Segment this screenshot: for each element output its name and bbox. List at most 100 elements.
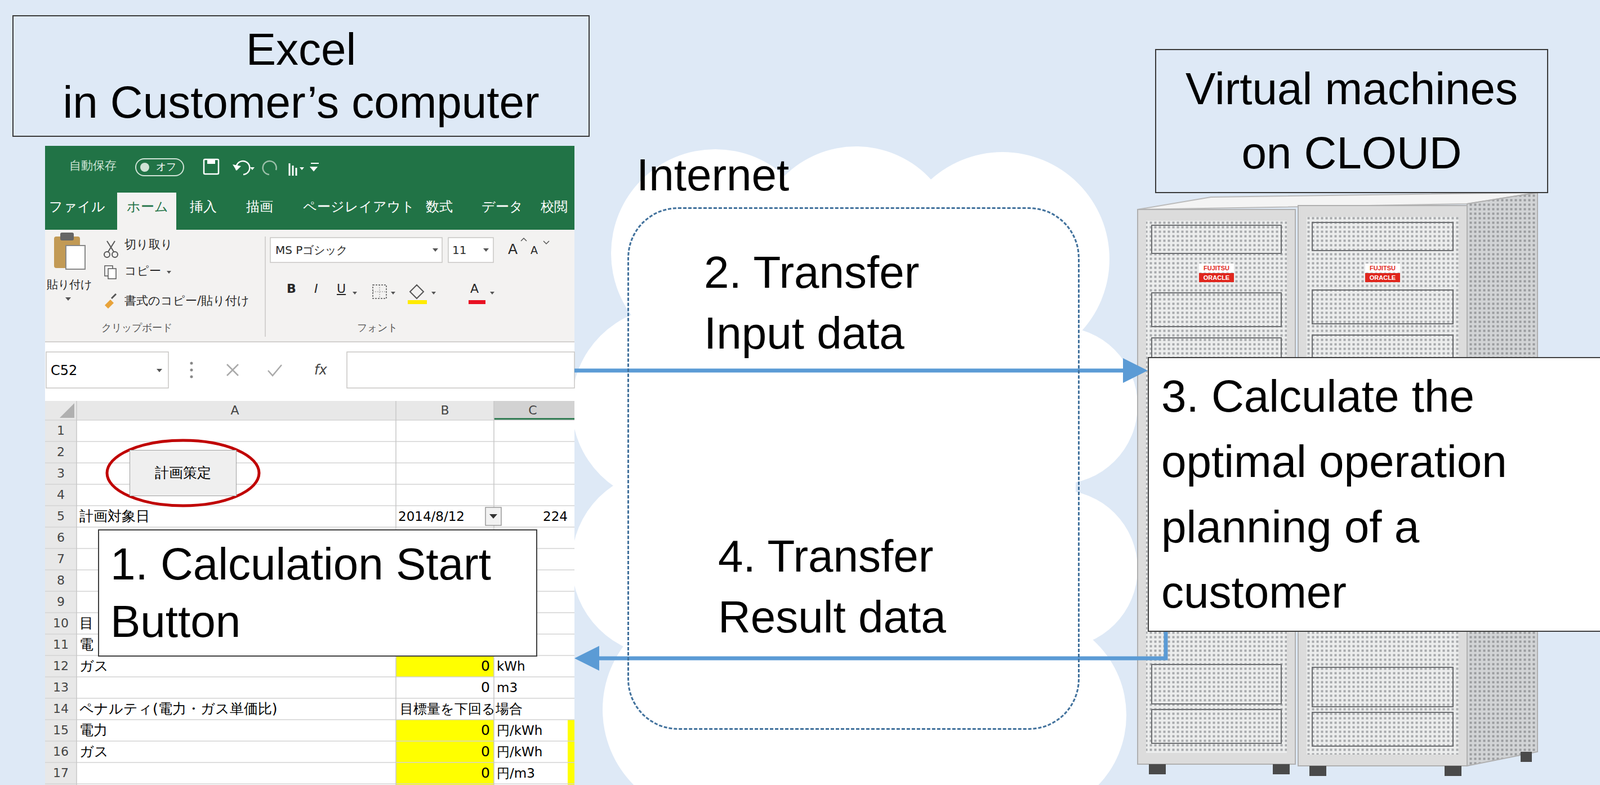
- ribbon-label: MS Pゴシック: [275, 243, 348, 258]
- logo-badge: ORACLE: [1199, 273, 1234, 283]
- row-number: 8: [45, 572, 77, 590]
- row-number: 2: [45, 443, 77, 461]
- excel-screenshot-part: [407, 300, 427, 305]
- region-label: Internet: [636, 148, 790, 203]
- row-number: 4: [45, 486, 77, 504]
- ribbon-label: A: [530, 243, 538, 257]
- cloud-shape: [571, 146, 1138, 785]
- menu-label: 挿入: [189, 198, 217, 216]
- excel-screenshot-part: [45, 229, 575, 342]
- table-cell: ペナルティ(電力・ガス単価比): [79, 700, 278, 718]
- menu-label: 描画: [246, 198, 274, 216]
- excel-screenshot-part: [76, 420, 575, 785]
- row-number: 11: [45, 636, 77, 654]
- excel-screenshot-part: [489, 514, 498, 519]
- excel-screenshot-part: [190, 368, 194, 372]
- logo-badge: FUJITSU: [1199, 263, 1234, 273]
- ribbon-label: コピー: [124, 263, 162, 279]
- logo-badge: FUJITSU: [1365, 263, 1401, 273]
- wrap-spacer: [30, 23, 234, 73]
- table-cell: ガス: [79, 657, 109, 675]
- cloud-shape-part: [647, 236, 1076, 785]
- start-button: 計画策定: [129, 449, 237, 497]
- arrow-head: [574, 645, 600, 671]
- excel-screenshot-part: [190, 375, 194, 379]
- excel-screenshot-part: [112, 251, 118, 258]
- excel-screenshot-part: [268, 364, 282, 376]
- excel-screenshot-part: [264, 236, 266, 337]
- table-cell: 0: [439, 721, 490, 739]
- table-cell: 目: [79, 614, 94, 632]
- row-number: 12: [45, 657, 77, 675]
- server-racks-part-part: [1312, 290, 1454, 324]
- server-racks-part-part: [1151, 292, 1282, 327]
- row-number: 6: [45, 529, 77, 547]
- excel-screenshot-part: [372, 284, 387, 299]
- excel-screenshot-part: [203, 159, 219, 175]
- table-cell: 0: [439, 679, 490, 697]
- arrow-line: [574, 368, 1125, 373]
- excel-screenshot-part: [395, 655, 494, 677]
- excel-screenshot-part: [520, 238, 550, 244]
- excel-screenshot-part: [45, 400, 575, 421]
- server-racks-part: [1148, 751, 1532, 777]
- excel-screenshot-part: [395, 741, 494, 763]
- table-cell: kWh: [496, 657, 526, 675]
- excel-screenshot-part: [156, 368, 163, 373]
- menu-label: 数式: [425, 198, 453, 216]
- row-number: 17: [45, 764, 77, 782]
- process-box: 3. Calculate the optimal operation plann…: [1147, 357, 1600, 632]
- ribbon-label: 切り取り: [124, 237, 173, 252]
- ribbon-label: C: [521, 402, 545, 419]
- excel-screenshot-part: [45, 342, 575, 401]
- table-cell: m3: [496, 679, 518, 697]
- table-cell: 224: [529, 507, 568, 525]
- ribbon-label: A: [470, 281, 479, 297]
- ribbon-label: 貼り付け: [46, 277, 92, 292]
- excel-screenshot: [45, 145, 575, 785]
- table-cell: 0: [439, 764, 490, 782]
- excel-screenshot-part: [250, 167, 255, 171]
- table-cell: 電: [79, 636, 94, 654]
- excel-screenshot-part: [117, 192, 177, 230]
- excel-screenshot-part: [493, 418, 575, 421]
- arrow-connector: [574, 358, 1148, 383]
- excel-screenshot-part: [107, 440, 260, 506]
- server-racks-part-part: [1272, 764, 1290, 775]
- table-cell: 0: [439, 657, 490, 675]
- table-cell: 円/kWh: [496, 743, 543, 761]
- menu-label: 自動保存: [69, 158, 117, 173]
- server-racks-part-part: [1151, 225, 1282, 254]
- server-racks-part-part: [1151, 664, 1282, 704]
- excel-screenshot-part: [65, 245, 86, 270]
- excel-screenshot-part: [45, 341, 575, 343]
- excel-screenshot-part: [65, 297, 71, 301]
- excel-screenshot-part: [390, 291, 396, 295]
- excel-screenshot-part: [431, 291, 436, 295]
- excel-screenshot-part: [107, 241, 115, 252]
- menu-label: ページレイアウト: [302, 198, 416, 216]
- excel-screenshot-part: [409, 284, 424, 299]
- ribbon-label: B: [433, 402, 457, 419]
- excel-screenshot-part: [372, 284, 387, 299]
- menu-label: ホーム: [126, 198, 169, 216]
- edge-label: 2. Transfer Input data: [703, 242, 969, 364]
- excel-screenshot-part: [483, 248, 489, 252]
- excel-screenshot-part: [346, 351, 575, 389]
- excel-screenshot-part: [226, 364, 239, 376]
- title-box: Virtual machines on CLOUD: [1155, 48, 1549, 194]
- ribbon-label: B: [286, 281, 297, 297]
- ribbon-label: C52: [50, 362, 78, 380]
- row-number: 3: [45, 465, 77, 483]
- server-racks-part-part: [1520, 751, 1532, 762]
- excel-screenshot-part: [104, 299, 114, 309]
- excel-screenshot-part: [270, 237, 443, 263]
- excel-screenshot-part: [45, 145, 575, 230]
- excel-screenshot-part: [567, 719, 575, 785]
- excel-screenshot-part: [263, 161, 277, 175]
- row-number: 10: [45, 614, 77, 632]
- menu-label: ファイル: [48, 198, 106, 216]
- row-number: 15: [45, 721, 77, 739]
- excel-window: 自動保存オフファイルホーム挿入描画ページレイアウト数式データ校閲切り取りコピー貼…: [45, 145, 575, 785]
- server-racks-part-part: [1312, 712, 1454, 747]
